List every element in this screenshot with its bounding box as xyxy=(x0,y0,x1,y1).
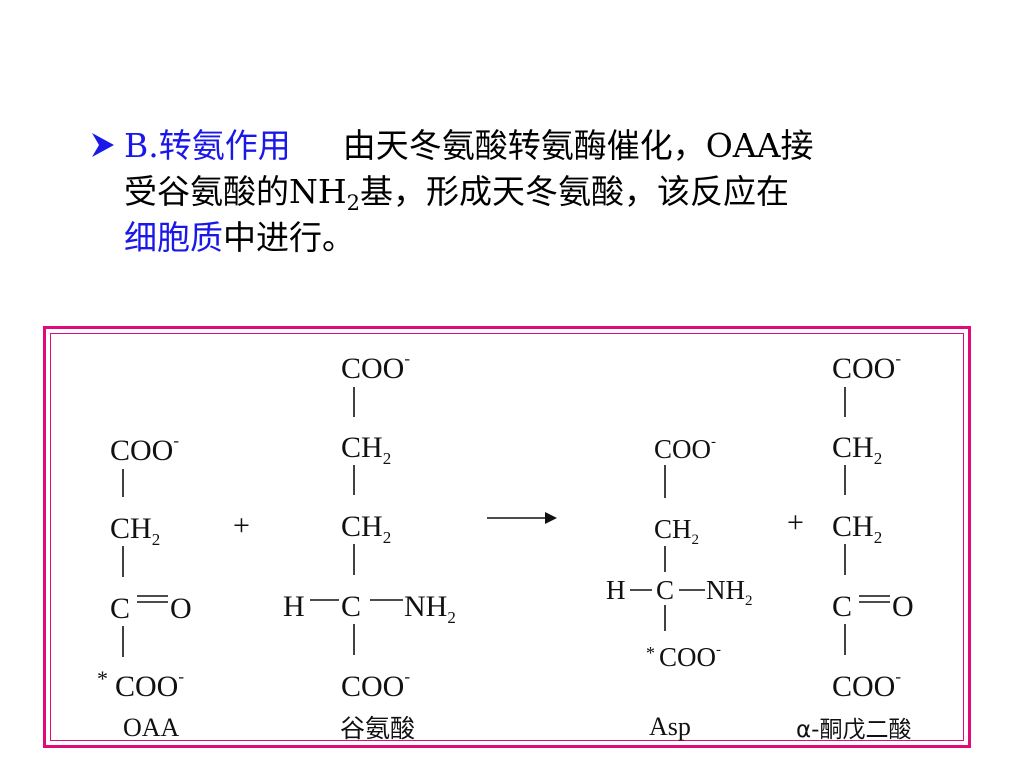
glutamate-label: 谷氨酸 xyxy=(340,714,415,743)
text-line-1: B.转氨作用 由天冬氨酸转氨酶催化，OAA接 xyxy=(124,129,813,162)
oaa-label: OAA xyxy=(123,713,180,742)
plus-sign-2: + xyxy=(787,506,804,539)
asp-label: Asp xyxy=(649,712,691,741)
bond-lines xyxy=(122,387,890,657)
asp-coo-top: COO- xyxy=(654,434,716,464)
reaction-figure-inner-border: COO- CH2 C O * COO- OAA + COO- CH2 CH2 H… xyxy=(50,333,964,743)
akg-coo-top: COO- xyxy=(832,349,901,385)
oaa-ch2: CH2 xyxy=(110,512,160,549)
oaa-coo-top: COO- xyxy=(110,431,179,467)
glu-hydrogen: H xyxy=(283,590,305,623)
akg-coo-bottom: COO- xyxy=(832,667,901,703)
asp-nh2: NH2 xyxy=(706,575,753,609)
reaction-figure-frame: COO- CH2 C O * COO- OAA + COO- CH2 CH2 H… xyxy=(43,326,971,748)
akg-carbon: C xyxy=(832,590,852,623)
line3-text: 中进行。 xyxy=(223,218,355,257)
oaa-coo-bottom: COO- xyxy=(115,667,184,703)
akg-oxygen: O xyxy=(892,590,914,623)
section-heading: B.转氨作用 xyxy=(124,126,291,165)
oaa-oxygen: O xyxy=(170,592,192,625)
reaction-arrow-head-icon xyxy=(545,512,557,524)
glu-ch2-2: CH2 xyxy=(341,510,391,547)
asp-alpha-carbon: C xyxy=(656,575,674,605)
transamination-reaction-figure: COO- CH2 C O * COO- OAA + COO- CH2 CH2 H… xyxy=(97,349,914,743)
akg-ch2-2: CH2 xyxy=(832,510,882,547)
glu-coo-top: COO- xyxy=(341,349,410,385)
line1-text: 由天冬氨酸转氨酶催化，OAA接 xyxy=(342,126,814,165)
asp-hydrogen: H xyxy=(606,575,626,605)
cytoplasm-term: 细胞质 xyxy=(124,218,223,257)
oaa-carbon: C xyxy=(110,592,130,625)
asp-star-mark: * xyxy=(646,643,655,663)
oaa-star-mark: * xyxy=(97,666,108,691)
glu-coo-bottom: COO- xyxy=(341,667,410,703)
glu-nh2: NH2 xyxy=(404,590,456,627)
arrowhead-bullet-icon xyxy=(92,133,114,157)
plus-sign-1: + xyxy=(233,509,250,542)
line2-text-b: 基，形成天冬氨酸，该反应在 xyxy=(360,172,790,211)
akg-label: α-酮戊二酸 xyxy=(796,717,911,743)
glu-ch2-1: CH2 xyxy=(341,431,391,468)
asp-coo-bottom: COO- xyxy=(659,642,721,672)
line2-text-a: 受谷氨酸的NH xyxy=(124,172,347,211)
text-line-2: 受谷氨酸的NH2基，形成天冬氨酸，该反应在 xyxy=(124,175,789,214)
akg-ch2-1: CH2 xyxy=(832,431,882,468)
glu-alpha-carbon: C xyxy=(341,590,361,623)
asp-ch2: CH2 xyxy=(654,514,699,548)
text-line-3: 细胞质中进行。 xyxy=(124,221,355,254)
nh2-subscript: 2 xyxy=(346,191,361,215)
